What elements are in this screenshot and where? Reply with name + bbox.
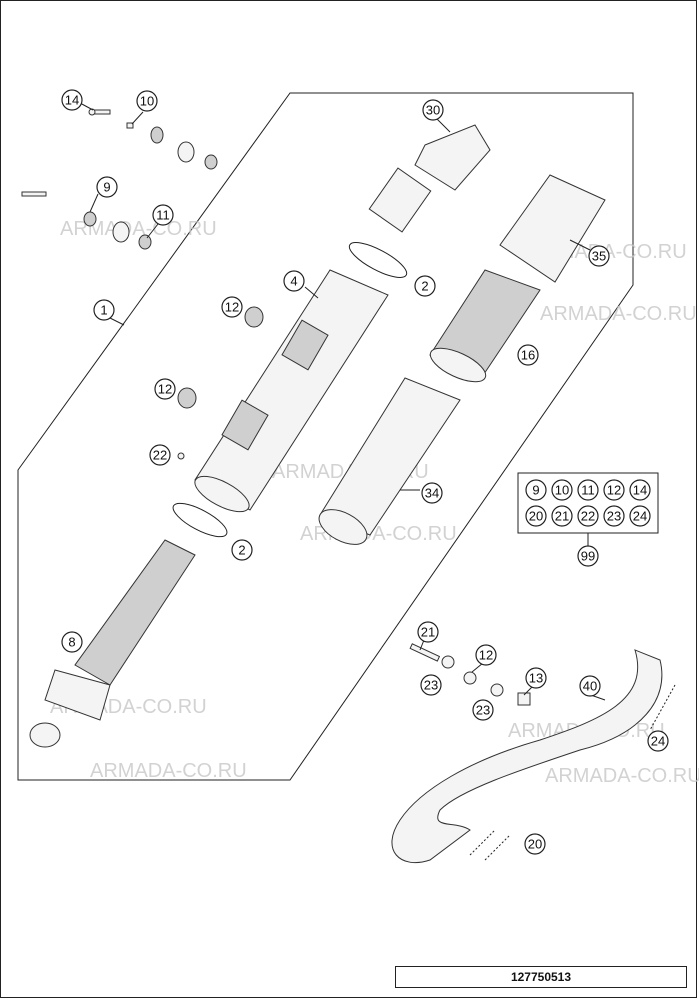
svg-text:13: 13 [529, 671, 543, 686]
callout-35[interactable]: 35 [588, 245, 610, 267]
kit-item[interactable]: 11 [577, 479, 599, 501]
callout-20[interactable]: 20 [524, 833, 546, 855]
svg-text:9: 9 [103, 180, 110, 195]
callout-10[interactable]: 10 [136, 90, 158, 112]
gasket-2 [172, 502, 228, 538]
svg-text:20: 20 [528, 837, 542, 852]
svg-text:16: 16 [521, 348, 535, 363]
svg-text:23: 23 [476, 703, 490, 718]
callout-9[interactable]: 9 [96, 176, 118, 198]
kit-item[interactable]: 21 [551, 505, 573, 527]
header-pipe-40 [391, 649, 663, 864]
svg-text:20: 20 [529, 509, 543, 524]
grommet-12 [177, 387, 197, 409]
svg-text:11: 11 [156, 208, 170, 223]
svg-text:35: 35 [592, 249, 606, 264]
watermark: ARMADA-CO.RU [60, 218, 217, 240]
kit-item[interactable]: 22 [577, 505, 599, 527]
bolt-21 [409, 643, 504, 697]
svg-text:10: 10 [555, 483, 569, 498]
svg-text:99: 99 [581, 549, 595, 564]
clip-13 [517, 692, 531, 706]
spring-24 [649, 684, 676, 731]
kit-item[interactable]: 23 [603, 505, 625, 527]
kit-item[interactable]: 14 [629, 479, 651, 501]
svg-text:12: 12 [158, 382, 172, 397]
assembly-frame [17, 92, 634, 781]
watermark: ARMADA-CO.RU [545, 765, 699, 787]
part-number-label: 127750513 [395, 966, 687, 988]
callout-2[interactable]: 2 [231, 539, 253, 561]
callout-22[interactable]: 22 [149, 444, 171, 466]
callout-12[interactable]: 12 [221, 296, 243, 318]
svg-text:40: 40 [583, 679, 597, 694]
svg-text:24: 24 [633, 509, 647, 524]
svg-text:21: 21 [421, 625, 435, 640]
svg-text:2: 2 [238, 543, 245, 558]
core-16 [429, 269, 541, 383]
callout-13[interactable]: 13 [525, 667, 547, 689]
svg-text:22: 22 [581, 509, 595, 524]
svg-text:30: 30 [426, 103, 440, 118]
insulation-34 [318, 377, 461, 545]
callout-2[interactable]: 2 [414, 275, 436, 297]
kit-item[interactable]: 12 [603, 479, 625, 501]
svg-text:23: 23 [607, 509, 621, 524]
watermark: ARMADA-CO.RU [540, 303, 697, 325]
callout-99[interactable]: 99 [577, 545, 599, 567]
bolt-long [21, 191, 47, 197]
svg-text:21: 21 [555, 509, 569, 524]
callout-4[interactable]: 4 [283, 270, 305, 292]
callout-12[interactable]: 12 [475, 644, 497, 666]
rivet-22 [177, 452, 185, 460]
svg-text:4: 4 [290, 274, 297, 289]
kit-item[interactable]: 10 [551, 479, 573, 501]
callout-12[interactable]: 12 [154, 378, 176, 400]
callout-34[interactable]: 34 [421, 482, 443, 504]
svg-text:12: 12 [607, 483, 621, 498]
callout-21[interactable]: 21 [417, 621, 439, 643]
sleeve-35 [499, 174, 606, 283]
svg-text:1: 1 [100, 303, 107, 318]
spring-20 [469, 829, 511, 861]
svg-text:9: 9 [532, 483, 539, 498]
svg-text:8: 8 [68, 635, 75, 650]
washer-10 [126, 122, 218, 170]
svg-text:10: 10 [140, 94, 154, 109]
kit-item[interactable]: 20 [525, 505, 547, 527]
callout-8[interactable]: 8 [61, 631, 83, 653]
svg-text:23: 23 [424, 678, 438, 693]
svg-text:24: 24 [651, 734, 665, 749]
callout-16[interactable]: 16 [517, 344, 539, 366]
callout-14[interactable]: 14 [61, 89, 83, 111]
callout-11[interactable]: 11 [152, 204, 174, 226]
callout-24[interactable]: 24 [647, 730, 669, 752]
kit-item[interactable]: 9 [525, 479, 547, 501]
svg-text:12: 12 [225, 300, 239, 315]
grommet-9-11 [83, 211, 152, 250]
callout-23[interactable]: 23 [472, 699, 494, 721]
svg-text:11: 11 [581, 483, 595, 498]
svg-text:14: 14 [633, 483, 647, 498]
callout-23[interactable]: 23 [420, 674, 442, 696]
gasket-2 [348, 242, 408, 278]
svg-text:22: 22 [153, 448, 167, 463]
kit-item[interactable]: 24 [629, 505, 651, 527]
svg-text:34: 34 [425, 486, 439, 501]
end-cap-30 [368, 124, 491, 233]
muffler-body-4 [194, 269, 389, 513]
callout-30[interactable]: 30 [422, 99, 444, 121]
callout-40[interactable]: 40 [579, 675, 601, 697]
callout-1[interactable]: 1 [93, 299, 115, 321]
svg-text:2: 2 [421, 279, 428, 294]
grommet-12 [244, 306, 264, 328]
svg-text:12: 12 [479, 648, 493, 663]
inlet-cone-8 [29, 539, 196, 748]
watermark: ARMADA-CO.RU [90, 760, 247, 782]
svg-text:14: 14 [65, 93, 79, 108]
